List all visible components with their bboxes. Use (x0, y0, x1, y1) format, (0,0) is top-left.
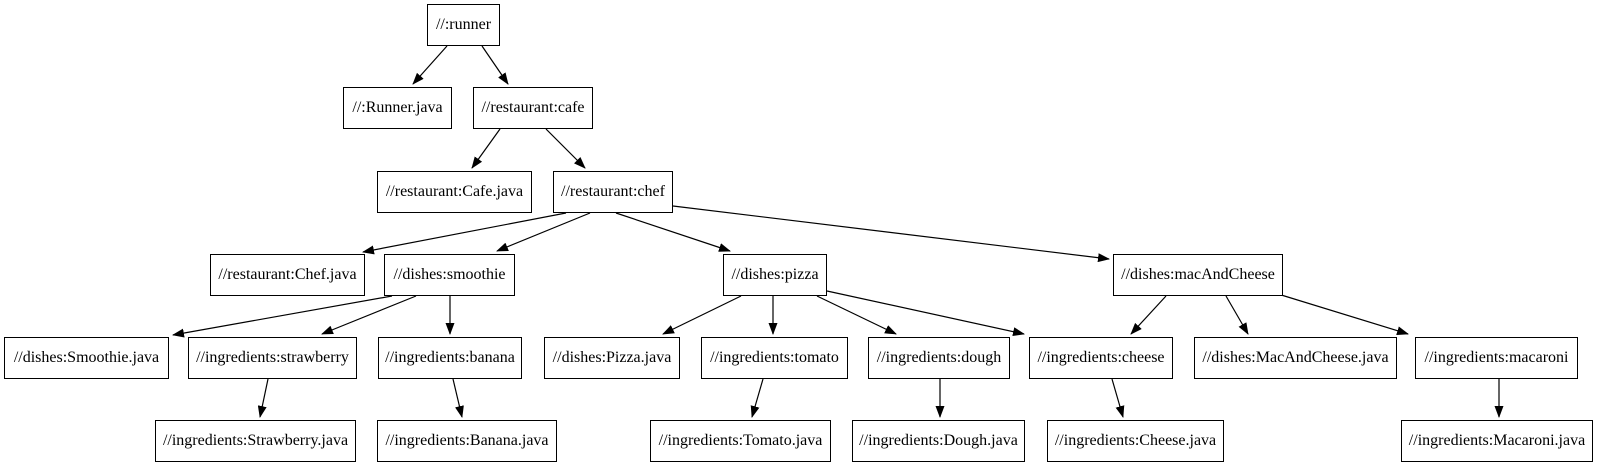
node-banana-java: //ingredients:Banana.java (377, 420, 557, 462)
edge-chef-to-mac-and-cheese (672, 205, 1110, 263)
node-label: //ingredients:tomato (710, 349, 839, 366)
edge-mac-and-cheese-to-cheese (1130, 295, 1167, 335)
edge-cafe-to-cafe-java (471, 128, 501, 169)
node-label: //ingredients:Dough.java (859, 432, 1018, 449)
node-label: //ingredients:Strawberry.java (162, 432, 349, 449)
node-label: //dishes:pizza (731, 266, 819, 283)
edge-cafe-to-chef (545, 128, 586, 169)
node-label: //ingredients:macaroni (1424, 349, 1569, 366)
node-label: //ingredients:Tomato.java (658, 432, 823, 449)
edge-runner-to-runner-java (412, 45, 448, 85)
node-dough-java: //ingredients:Dough.java (852, 420, 1025, 462)
node-pizza: //dishes:pizza (723, 254, 827, 296)
node-label: //:Runner.java (352, 99, 443, 116)
node-label: //:runner (435, 16, 492, 33)
node-dough: //ingredients:dough (868, 337, 1010, 379)
node-label: //ingredients:Macaroni.java (1408, 432, 1586, 449)
node-tomato: //ingredients:tomato (701, 337, 848, 379)
edge-chef-to-pizza (615, 212, 731, 252)
node-label: //ingredients:Banana.java (385, 432, 549, 449)
edge-smoothie-to-smoothie-java (172, 295, 393, 338)
node-label: //ingredients:Cheese.java (1054, 432, 1217, 449)
edge-banana-to-banana-java (452, 378, 464, 418)
node-tomato-java: //ingredients:Tomato.java (650, 420, 831, 462)
node-cheese: //ingredients:cheese (1029, 337, 1173, 379)
edge-mac-and-cheese-to-macaroni (1277, 293, 1409, 336)
node-label: //ingredients:dough (876, 349, 1002, 366)
node-label: //ingredients:cheese (1037, 349, 1165, 366)
node-cafe: //restaurant:cafe (473, 87, 593, 129)
edge-strawberry-to-strawberry-java (257, 378, 269, 418)
edge-pizza-to-pizza-java (662, 295, 742, 335)
node-banana: //ingredients:banana (378, 337, 522, 379)
node-label: //dishes:MacAndCheese.java (1202, 349, 1389, 366)
node-runner: //:runner (427, 4, 500, 46)
node-smoothie-java: //dishes:Smoothie.java (4, 337, 169, 379)
node-strawberry-java: //ingredients:Strawberry.java (155, 420, 356, 462)
node-label: //ingredients:strawberry (196, 349, 349, 366)
node-mac-and-cheese: //dishes:macAndCheese (1113, 254, 1283, 296)
node-smoothie: //dishes:smoothie (384, 254, 515, 296)
node-cafe-java: //restaurant:Cafe.java (377, 171, 532, 213)
edge-mac-and-cheese-to-mac-and-cheese-java (1225, 295, 1249, 335)
node-label: //restaurant:Cafe.java (385, 183, 524, 200)
node-label: //dishes:Pizza.java (552, 349, 672, 366)
node-strawberry: //ingredients:strawberry (188, 337, 357, 379)
edge-runner-to-cafe (481, 45, 509, 85)
node-mac-and-cheese-java: //dishes:MacAndCheese.java (1194, 337, 1397, 379)
node-label: //dishes:smoothie (393, 266, 506, 283)
edge-chef-to-chef-java (362, 212, 567, 255)
node-label: //dishes:macAndCheese (1121, 266, 1275, 283)
edge-chef-to-smoothie (496, 212, 591, 252)
node-label: //restaurant:Chef.java (218, 266, 357, 283)
edge-cheese-to-cheese-java (1111, 378, 1125, 418)
edge-pizza-to-cheese (826, 290, 1025, 337)
edge-pizza-to-dough (816, 295, 897, 335)
node-label: //restaurant:chef (561, 183, 665, 200)
edge-smoothie-to-strawberry (321, 295, 417, 335)
edge-tomato-to-tomato-java (750, 378, 764, 418)
node-chef: //restaurant:chef (553, 171, 673, 213)
node-macaroni: //ingredients:macaroni (1415, 337, 1578, 379)
node-macaroni-java: //ingredients:Macaroni.java (1401, 420, 1593, 462)
node-label: //dishes:Smoothie.java (13, 349, 160, 366)
node-label: //restaurant:cafe (481, 99, 585, 116)
node-cheese-java: //ingredients:Cheese.java (1047, 420, 1224, 462)
node-chef-java: //restaurant:Chef.java (210, 254, 365, 296)
node-label: //ingredients:banana (385, 349, 515, 366)
node-pizza-java: //dishes:Pizza.java (544, 337, 680, 379)
node-runner-java: //:Runner.java (343, 87, 452, 129)
